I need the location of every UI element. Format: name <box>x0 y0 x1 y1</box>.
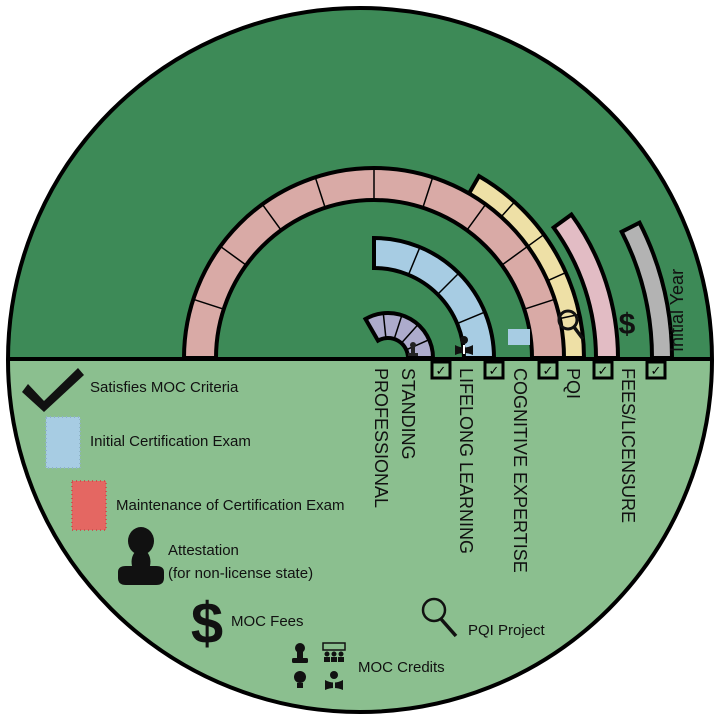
legend-initial-exam: Initial Certification Exam <box>90 433 251 450</box>
stamp-icon <box>408 342 418 356</box>
checkbox-2: ✓ <box>537 360 559 380</box>
cognitive-expertise-arc-divider <box>314 177 326 208</box>
check-glyph: ✓ <box>543 364 554 379</box>
legend-attestation: Attestation <box>168 542 239 559</box>
requirement-arcs <box>181 166 675 360</box>
initial-exam-swatch <box>45 416 81 469</box>
check-glyph: ✓ <box>651 364 662 379</box>
cognitive-expertise-arc-divider <box>524 298 555 310</box>
cognitive-expertise-arc-outline <box>181 166 567 360</box>
fees-licensure-arc-outline <box>550 211 621 360</box>
check-glyph: ✓ <box>489 364 500 379</box>
circle-bottom-half <box>8 358 712 712</box>
cognitive-expertise-arc-divider <box>422 177 434 208</box>
label-pqi: PQI <box>563 368 583 399</box>
checkbox-4: ✓ <box>645 360 667 380</box>
professional-standing-arc-divider <box>400 324 419 344</box>
column-labels: PROFESSIONAL STANDING LIFELONG LEARNING … <box>371 269 687 573</box>
lifelong-learning-arc-divider <box>407 246 421 276</box>
credit-group-icon <box>322 642 346 662</box>
checkbox-3: ✓ <box>592 360 614 380</box>
legend-moc-fees: MOC Fees <box>231 613 304 630</box>
fees-dollar-icon: $ <box>191 591 223 656</box>
label-fees-licensure: FEES/LICENSURE <box>618 368 638 523</box>
lifelong-learning-arc-outline <box>372 235 497 360</box>
legend-pqi-project: PQI Project <box>468 622 546 639</box>
legend-maintenance-exam: Maintenance of Certification Exam <box>116 497 344 514</box>
checkmark-icon <box>22 368 84 412</box>
attestation-stamp-icon <box>118 527 164 585</box>
dollar-icon: $ <box>619 308 636 341</box>
check-glyph: ✓ <box>436 364 447 379</box>
lifelong-learning-arc-divider <box>437 272 460 295</box>
cognitive-expertise-arc-divider <box>219 245 247 266</box>
maintenance-exam-swatch <box>71 480 107 531</box>
criteria-checkboxes: ✓ ✓ ✓ ✓ ✓ <box>430 360 667 380</box>
professional-standing-arc-divider <box>393 314 403 340</box>
professional-standing-arc-outline <box>362 311 436 360</box>
legend-attestation-note: (for non-license state) <box>168 565 313 582</box>
label-professional-standing-line2: STANDING <box>398 368 418 460</box>
professional-standing-arc-divider <box>382 313 387 339</box>
cognitive-expertise-arc-divider <box>466 203 487 231</box>
initial-year-arc-outline <box>619 220 675 360</box>
label-cognitive-expertise: COGNITIVE EXPERTISE <box>510 368 530 573</box>
legend: Satisfies MOC Criteria Initial Certifica… <box>22 368 546 690</box>
legend-moc-credits: MOC Credits <box>358 659 445 676</box>
cognitive-expertise-arc-divider <box>193 298 224 310</box>
magnifier-icon <box>557 309 585 341</box>
initial-exam-mark <box>508 329 530 345</box>
cognitive-expertise-arc-divider <box>261 203 282 231</box>
check-glyph: ✓ <box>598 364 609 379</box>
checkbox-1: ✓ <box>483 360 505 380</box>
cognitive-expertise-arc-divider <box>501 245 529 266</box>
professional-standing-arc-divider <box>405 339 430 351</box>
label-professional-standing-line1: PROFESSIONAL <box>371 368 391 508</box>
checkbox-0: ✓ <box>430 360 452 380</box>
legend-magnifier-icon <box>421 597 458 638</box>
label-lifelong-learning: LIFELONG LEARNING <box>456 368 476 554</box>
lifelong-learning-arc-divider <box>456 311 486 325</box>
legend-satisfies: Satisfies MOC Criteria <box>90 379 239 396</box>
credit-stamp-icon <box>292 643 308 663</box>
credit-lightbulb-icon <box>294 671 306 688</box>
label-initial-year: Initial Year <box>667 269 687 352</box>
credit-reader-icon <box>325 671 343 690</box>
reader-icon <box>455 336 473 355</box>
